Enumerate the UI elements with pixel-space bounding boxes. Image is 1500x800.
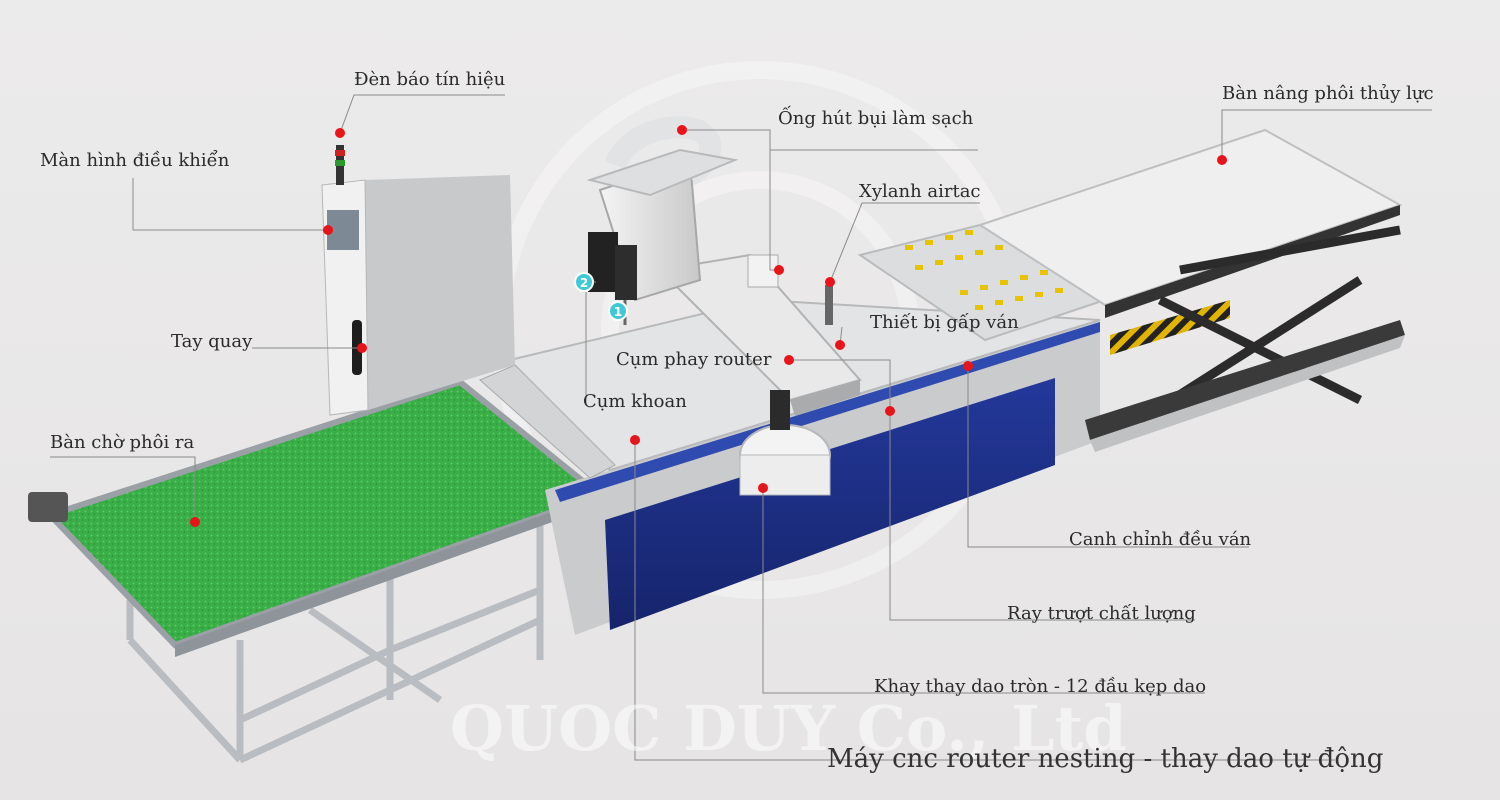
hood — [586, 148, 739, 197]
brand-watermark: QUOC DUY Co., Ltd — [450, 692, 1127, 765]
label-pusher: Thiết bị gấp ván — [870, 312, 1019, 333]
label-signal-light: Đèn báo tín hiệu — [354, 69, 506, 90]
badge-2: 2 — [574, 272, 594, 292]
outfeed-table-frame — [126, 500, 544, 764]
badge-1: 1 — [608, 301, 628, 321]
blue-side-panel — [605, 378, 1055, 630]
lift-hazard-strip — [1110, 300, 1230, 355]
leader-lines — [50, 94, 1432, 761]
svg-text:1: 1 — [614, 305, 622, 319]
vacuum-slats — [479, 364, 616, 479]
outfeed-belt-edge — [175, 495, 600, 657]
label-tool-changer: Khay thay dao tròn - 12 đầu kẹp dao — [874, 676, 1207, 697]
label-linear-rail: Ray trượt chất lượng — [1007, 603, 1196, 624]
label-drill-unit: Cụm khoan — [583, 391, 687, 412]
label-lift-table: Bàn nâng phôi thủy lực — [1222, 83, 1434, 104]
label-outfeed-table: Bàn chờ phôi ra — [50, 432, 195, 453]
svg-text:2: 2 — [580, 276, 588, 290]
control-cabinet-side — [365, 175, 515, 410]
lift-table-edge — [1105, 205, 1400, 318]
router-motor-icon — [615, 245, 637, 300]
label-dust-hose: Ống hút bụi làm sạch — [778, 108, 974, 129]
label-router-unit: Cụm phay router — [616, 349, 772, 370]
label-handwheel: Tay quay — [171, 331, 253, 352]
airtac-cylinder-icon — [825, 285, 833, 325]
belt-motor-icon — [28, 492, 68, 522]
red-dots — [190, 125, 1227, 527]
label-control-screen: Màn hình điều khiển — [40, 150, 230, 171]
label-airtac-cylinder: Xylanh airtac — [859, 181, 981, 202]
yellow-pads — [905, 230, 1063, 310]
lift-base-frame — [1085, 320, 1405, 440]
label-alignment: Canh chỉnh đều ván — [1069, 529, 1252, 550]
gantry-beam-side — [790, 380, 860, 416]
lift-base-frame-2 — [1090, 335, 1405, 452]
diagram-main-title: Máy cnc router nesting - thay dao tự độn… — [827, 744, 1384, 774]
